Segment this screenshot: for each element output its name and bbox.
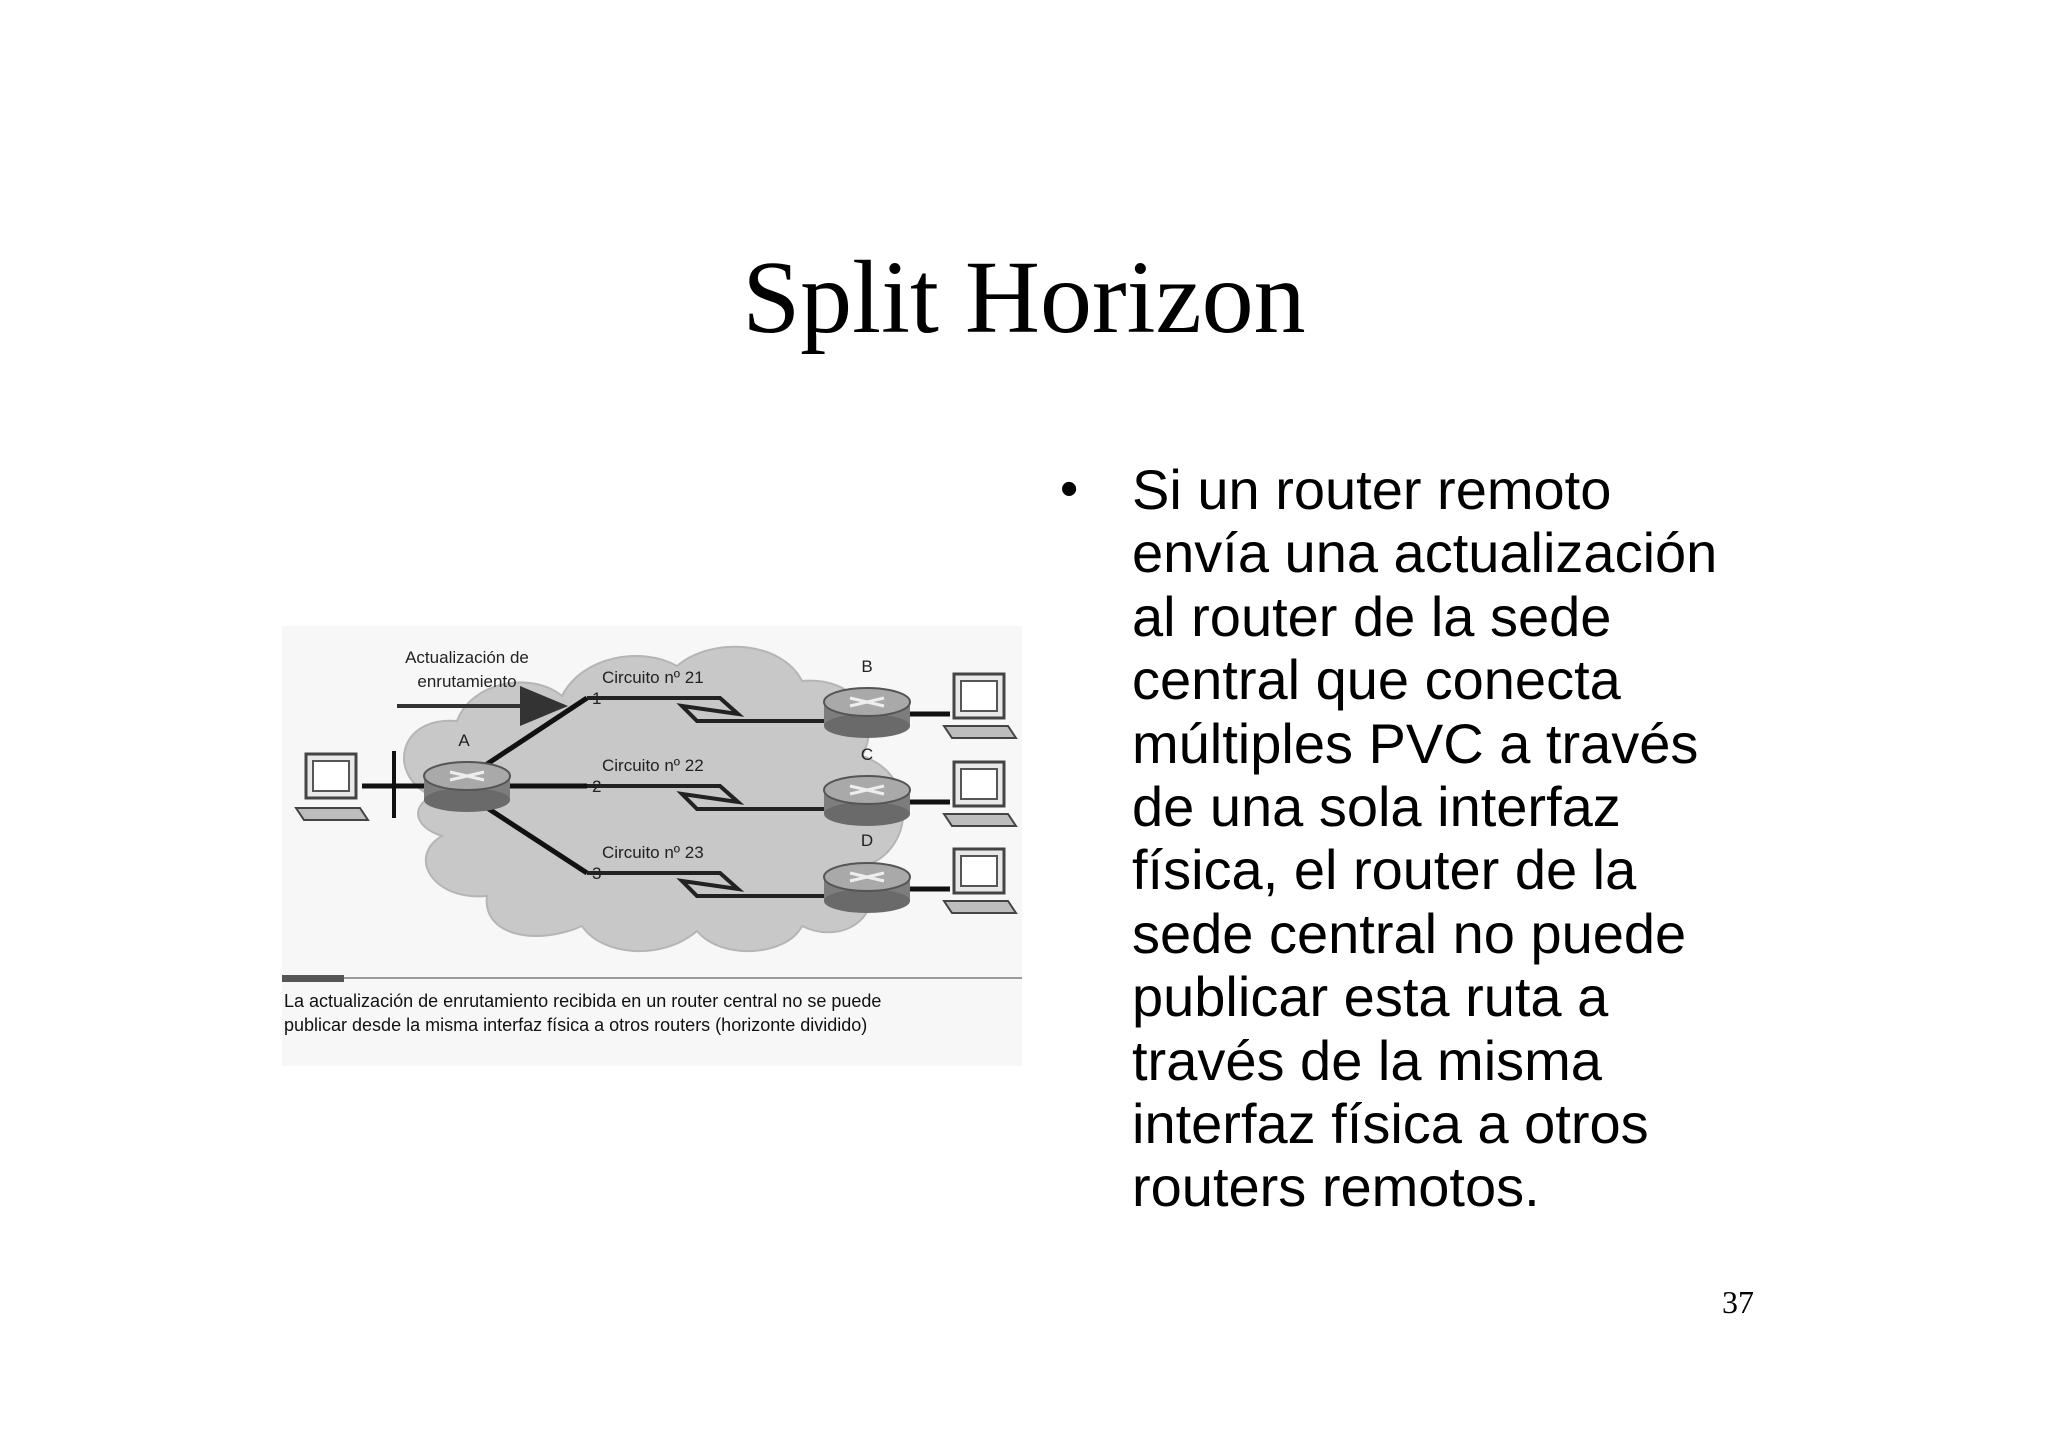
network-diagram: Actualización de enrutamiento 1 2 3 Circ… [282,626,1022,1066]
port-number-3: 3 [592,864,601,883]
router-b [823,687,911,738]
bullet-line-12: routers remotos. [1132,1155,1540,1219]
caption-accent [282,975,344,982]
bullet-text: Si un router remoto envía una actualizac… [1132,458,1717,1219]
router-label-a: A [458,731,470,750]
update-label-line2: enrutamiento [417,672,516,691]
bullet-line-9: publicar esta ruta a [1132,965,1609,1029]
bullet-line-3: al router de la sede [1132,584,1612,648]
bullet-line-8: sede central no puede [1132,901,1687,965]
figure-caption-line1: La actualización de enrutamiento recibid… [284,991,881,1011]
host-computer-c [942,760,1018,827]
bullet-line-11: interfaz física a otros [1132,1091,1649,1155]
slide-title: Split Horizon [742,240,1306,355]
router-c [823,775,911,826]
update-label-line1: Actualización de [405,648,529,667]
router-label-c: C [861,745,873,764]
circuit-label-23: Circuito nº 23 [602,843,704,862]
router-d [823,862,911,913]
bullet-line-1: Si un router remoto [1132,458,1612,521]
router-a [423,761,511,812]
network-diagram-svg: Actualización de enrutamiento 1 2 3 Circ… [282,645,1022,1035]
bullet-line-7: física, el router de la [1132,838,1637,902]
figure-caption-line2: publicar desde la misma interfaz física … [284,1015,867,1035]
bullet-line-6: de una sola interfaz [1132,774,1621,838]
bullet-line-5: múltiples PVC a través [1132,711,1699,775]
router-label-b: B [861,657,872,676]
bullet-line-2: envía una actualización [1132,521,1718,585]
circuit-label-22: Circuito nº 22 [602,756,704,775]
port-number-2: 2 [592,777,601,796]
pvc-links [470,695,827,898]
host-computer-left [294,752,370,821]
bullet-line-10: través de la misma [1132,1028,1602,1092]
circuit-label-21: Circuito nº 21 [602,668,704,687]
router-label-d: D [861,831,873,850]
page-number: 37 [1722,1284,1754,1320]
port-number-1: 1 [592,689,601,708]
bullet-marker: • [1060,460,1079,518]
host-computer-d [942,847,1018,914]
bullet-line-4: central que conecta [1132,648,1621,712]
host-computer-b [942,672,1018,739]
